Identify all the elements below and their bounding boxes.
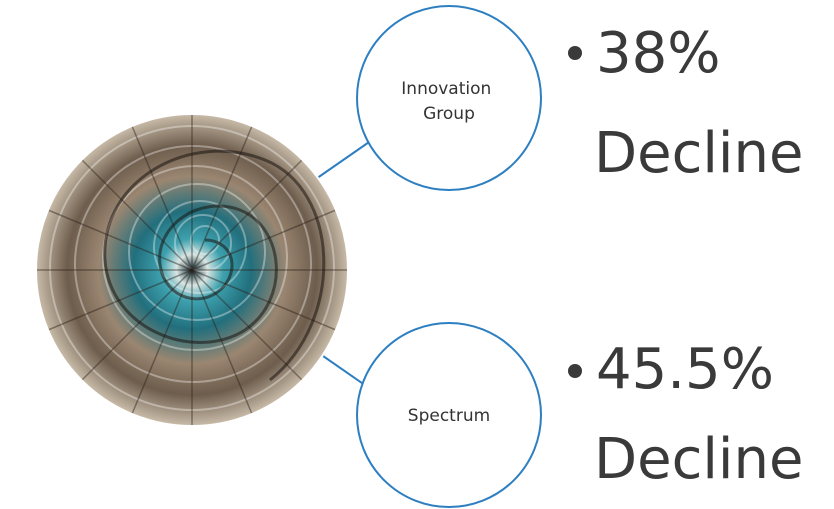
spiral-staircase-image: [36, 114, 348, 426]
stat-innovation-group: 38% Decline: [568, 0, 834, 200]
node-label-line-2: Group: [423, 104, 475, 124]
bullet-icon: [568, 364, 582, 378]
svg-text:Innovation Group: Innovation Group: [401, 79, 496, 124]
svg-text:Spectrum: Spectrum: [408, 406, 490, 426]
stat-value: 38%: [596, 21, 721, 86]
node-innovation-group: Innovation Group: [356, 5, 542, 191]
node-label-line-1: Innovation: [401, 79, 491, 99]
node-label-line-1: Spectrum: [408, 406, 490, 426]
stat-label: Decline: [594, 427, 804, 492]
stat-spectrum: 45.5% Decline: [568, 320, 834, 509]
stat-value: 45.5%: [596, 337, 774, 402]
bullet-icon: [568, 46, 582, 60]
stat-label: Decline: [594, 121, 804, 186]
node-spectrum: Spectrum: [356, 322, 542, 508]
